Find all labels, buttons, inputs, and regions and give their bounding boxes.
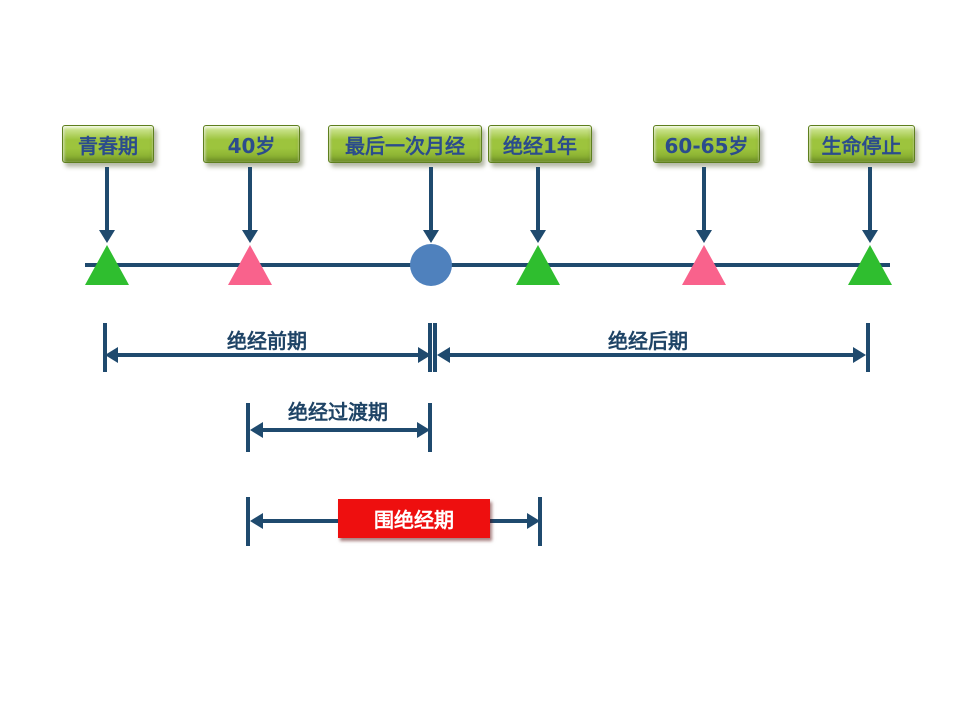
milestone-box-puberty: 青春期 bbox=[62, 125, 154, 163]
down-arrow-menopause-1yr bbox=[536, 167, 540, 232]
down-arrowhead-icon bbox=[696, 230, 712, 243]
timeline-axis bbox=[85, 263, 890, 267]
range-transition-arrow bbox=[250, 422, 430, 438]
marker-triangle-puberty bbox=[85, 245, 129, 285]
marker-triangle-menopause-1yr bbox=[516, 245, 560, 285]
marker-triangle-age-40 bbox=[228, 245, 272, 285]
marker-triangle-life-end bbox=[848, 245, 892, 285]
down-arrowhead-icon bbox=[530, 230, 546, 243]
range-postmenopause-right-bar bbox=[866, 323, 870, 372]
milestone-box-age-40: 40岁 bbox=[203, 125, 300, 163]
range-transition-left-bar bbox=[246, 403, 250, 452]
milestone-box-age-60-65: 60-65岁 bbox=[653, 125, 760, 163]
range-premenopause-label: 绝经前期 bbox=[227, 329, 307, 353]
milestone-box-menopause-1yr: 绝经1年 bbox=[488, 125, 592, 163]
milestone-box-life-end: 生命停止 bbox=[808, 125, 915, 163]
down-arrowhead-icon bbox=[862, 230, 878, 243]
down-arrow-age-60-65 bbox=[702, 167, 706, 232]
range-postmenopause-label: 绝经后期 bbox=[608, 329, 688, 353]
range-perimenopause-highlight-box: 围绝经期 bbox=[338, 499, 490, 538]
range-perimenopause-left-bar bbox=[246, 497, 250, 546]
down-arrow-life-end bbox=[868, 167, 872, 232]
milestone-box-last-menstruation: 最后一次月经 bbox=[328, 125, 482, 163]
down-arrowhead-icon bbox=[99, 230, 115, 243]
marker-triangle-age-60-65 bbox=[682, 245, 726, 285]
range-postmenopause-left-bar bbox=[433, 323, 437, 372]
range-transition-label: 绝经过渡期 bbox=[288, 400, 388, 424]
down-arrowhead-icon bbox=[423, 230, 439, 243]
down-arrow-age-40 bbox=[248, 167, 252, 232]
marker-circle-last-menstruation bbox=[410, 244, 452, 286]
down-arrow-puberty bbox=[105, 167, 109, 232]
range-postmenopause-arrow bbox=[437, 347, 866, 363]
range-transition-right-bar bbox=[428, 403, 432, 452]
down-arrowhead-icon bbox=[242, 230, 258, 243]
range-perimenopause-label: 围绝经期 bbox=[374, 508, 454, 532]
down-arrow-last-menstruation bbox=[429, 167, 433, 232]
range-premenopause-arrow bbox=[105, 347, 431, 363]
range-perimenopause-right-bar bbox=[538, 497, 542, 546]
